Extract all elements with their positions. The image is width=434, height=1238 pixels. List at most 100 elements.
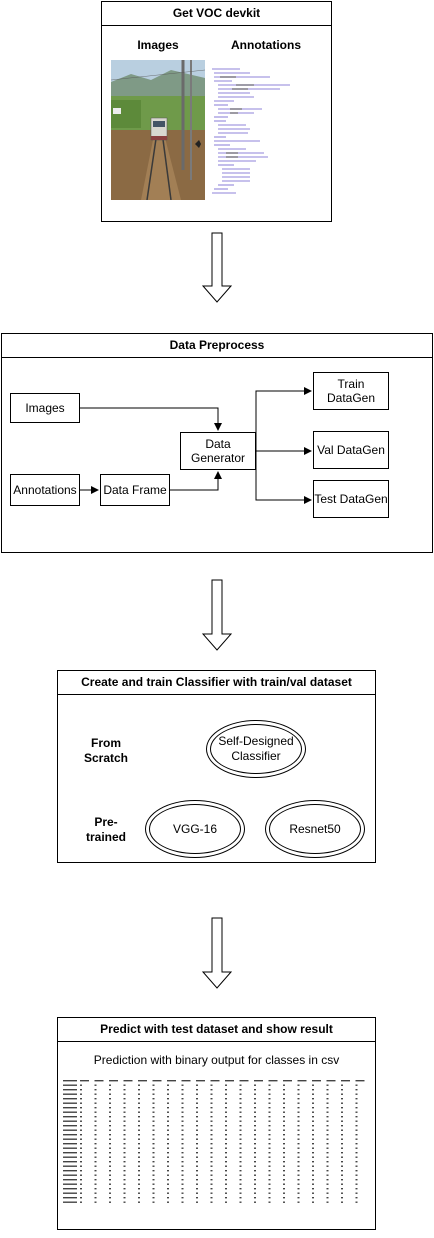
csv-cell xyxy=(196,1138,198,1140)
csv-cell xyxy=(341,1125,343,1127)
csv-cell xyxy=(138,1197,140,1199)
csv-cell xyxy=(239,1152,242,1154)
csv-cell xyxy=(152,1107,155,1109)
csv-cell xyxy=(312,1084,314,1086)
csv-cell xyxy=(94,1138,97,1140)
csv-cell xyxy=(225,1138,227,1140)
csv-cell xyxy=(196,1156,198,1158)
csv-cell xyxy=(268,1183,271,1185)
csv-cell xyxy=(254,1089,256,1091)
csv-cell xyxy=(225,1120,227,1122)
csv-cell xyxy=(239,1170,242,1172)
csv-cell xyxy=(63,1125,77,1127)
csv-cell xyxy=(239,1093,242,1095)
csv-cell xyxy=(326,1120,329,1122)
csv-cell xyxy=(341,1161,343,1163)
csv-cell xyxy=(167,1093,169,1095)
predict-subtitle: Prediction with binary output for classe… xyxy=(93,1053,340,1067)
csv-cell xyxy=(80,1102,82,1104)
csv-cell xyxy=(283,1197,285,1199)
csv-cell xyxy=(210,1192,213,1194)
csv-cell xyxy=(80,1174,82,1176)
csv-cell xyxy=(283,1120,285,1122)
csv-cell xyxy=(210,1138,213,1140)
data-generator-line2: Generator xyxy=(190,451,246,465)
csv-cell xyxy=(210,1116,213,1118)
csv-cell xyxy=(268,1098,271,1100)
csv-cell xyxy=(283,1192,285,1194)
csv-cell xyxy=(123,1152,126,1154)
csv-cell xyxy=(341,1201,343,1203)
csv-cell xyxy=(109,1129,111,1131)
csv-cell xyxy=(210,1156,213,1158)
csv-cell xyxy=(196,1125,198,1127)
csv-cell xyxy=(152,1102,155,1104)
csv-cell xyxy=(94,1179,97,1181)
csv-cell xyxy=(225,1165,227,1167)
csv-cell xyxy=(196,1179,198,1181)
csv-cell xyxy=(341,1165,343,1167)
csv-cell xyxy=(268,1192,271,1194)
csv-cell xyxy=(210,1201,213,1203)
csv-cell xyxy=(283,1080,292,1082)
csv-cell xyxy=(167,1107,169,1109)
csv-cell xyxy=(254,1188,256,1190)
csv-cell xyxy=(80,1098,82,1100)
csv-cell xyxy=(341,1183,343,1185)
csv-cell xyxy=(181,1080,191,1082)
csv-cell xyxy=(283,1098,285,1100)
csv-cell xyxy=(326,1089,329,1091)
csv-cell xyxy=(239,1174,242,1176)
csv-cell xyxy=(152,1138,155,1140)
csv-cell xyxy=(123,1161,126,1163)
csv-cell xyxy=(355,1080,365,1082)
csv-cell xyxy=(152,1116,155,1118)
csv-cell xyxy=(181,1174,184,1176)
csv-cell xyxy=(341,1174,343,1176)
csv-cell xyxy=(152,1179,155,1181)
csv-cell xyxy=(152,1134,155,1136)
csv-cell xyxy=(268,1170,271,1172)
vgg16-label: VGG-16 xyxy=(149,804,241,854)
csv-cell xyxy=(312,1147,314,1149)
csv-cell xyxy=(123,1129,126,1131)
csv-cell xyxy=(138,1156,140,1158)
csv-cell xyxy=(239,1080,249,1082)
csv-cell xyxy=(94,1102,97,1104)
csv-cell xyxy=(312,1080,321,1082)
csv-cell xyxy=(196,1143,198,1145)
csv-cell xyxy=(94,1188,97,1190)
csv-cell xyxy=(268,1134,271,1136)
csv-cell xyxy=(63,1098,77,1100)
csv-cell xyxy=(80,1192,82,1194)
csv-cell xyxy=(196,1201,198,1203)
csv-cell xyxy=(94,1197,97,1199)
csv-cell xyxy=(283,1134,285,1136)
csv-cell xyxy=(152,1183,155,1185)
csv-cell xyxy=(326,1098,329,1100)
images-label: Images xyxy=(137,38,179,52)
csv-cell xyxy=(138,1183,140,1185)
csv-cell xyxy=(355,1111,358,1113)
csv-cell xyxy=(283,1129,285,1131)
csv-cell xyxy=(297,1197,300,1199)
csv-cell xyxy=(167,1143,169,1145)
csv-cell xyxy=(312,1134,314,1136)
csv-cell xyxy=(94,1201,97,1203)
csv-cell xyxy=(109,1102,111,1104)
annotations-node: Annotations xyxy=(10,474,80,506)
csv-cell xyxy=(80,1129,82,1131)
csv-cell xyxy=(63,1161,77,1163)
csv-cell xyxy=(167,1165,169,1167)
prediction-csv-table xyxy=(62,1078,372,1208)
csv-cell xyxy=(297,1165,300,1167)
csv-cell xyxy=(283,1201,285,1203)
generator-to-test-arrow xyxy=(255,451,312,504)
csv-cell xyxy=(210,1143,213,1145)
csv-cell xyxy=(239,1102,242,1104)
csv-cell xyxy=(297,1129,300,1131)
csv-cell xyxy=(225,1116,227,1118)
csv-cell xyxy=(341,1197,343,1199)
csv-cell xyxy=(63,1183,77,1185)
csv-cell xyxy=(297,1179,300,1181)
